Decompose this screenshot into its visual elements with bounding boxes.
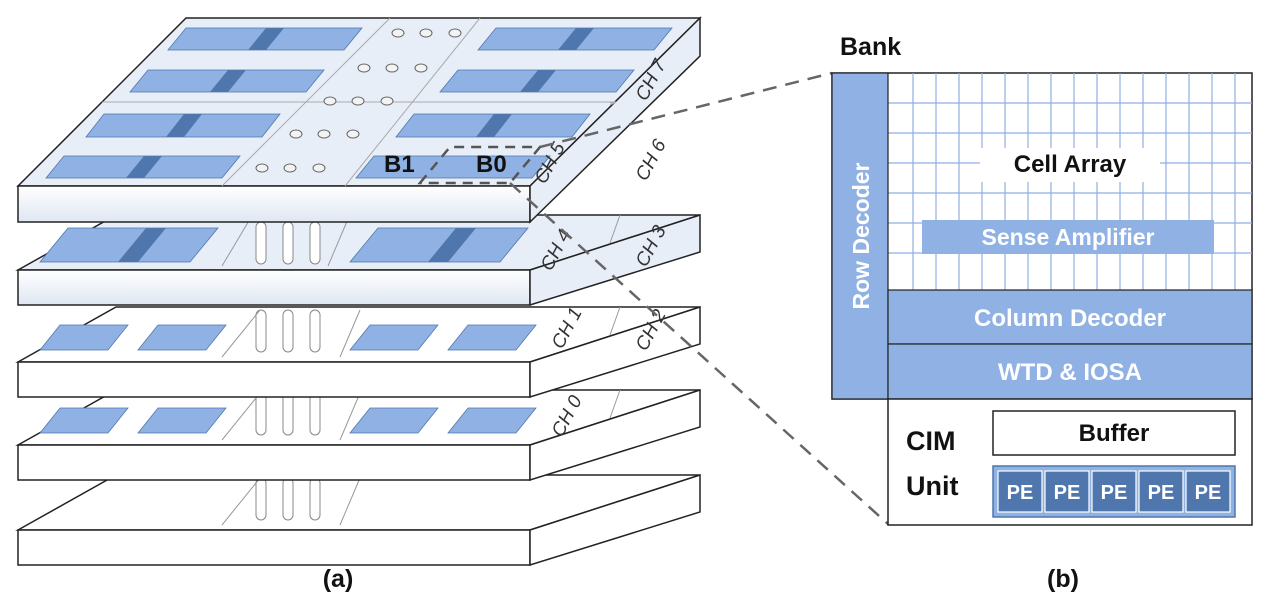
pe-label: PE <box>1054 482 1081 504</box>
pe-label: PE <box>1101 482 1128 504</box>
column-decoder-block <box>887 289 1253 345</box>
caption-b: (b) <box>1047 565 1079 593</box>
pe-cell <box>1185 470 1231 513</box>
wtd-iosa-block <box>887 343 1253 400</box>
caption-a: (a) <box>323 565 354 593</box>
pe-label: PE <box>1007 482 1034 504</box>
row-decoder-block <box>831 72 889 400</box>
layer-2 <box>15 388 701 482</box>
sense-amplifier-block <box>922 220 1214 254</box>
layer-3 <box>15 305 701 399</box>
row-decoder-label: Row Decoder <box>848 162 874 309</box>
panel-b-bank: Bank Cell Array Sense Amplifier Row Deco… <box>831 33 1253 526</box>
bank-title: Bank <box>840 33 901 61</box>
cim-unit-label-line2: Unit <box>906 471 958 501</box>
pe-cells: PE PE PE PE PE <box>997 470 1231 513</box>
cell-array-label-bg <box>980 148 1160 182</box>
pe-cell <box>1044 470 1090 513</box>
pe-label: PE <box>1148 482 1175 504</box>
buffer-label: Buffer <box>1079 420 1150 447</box>
layer-4 <box>15 213 701 307</box>
layer-1 <box>15 473 701 567</box>
pe-cell <box>1091 470 1137 513</box>
cell-array-label: Cell Array <box>1014 151 1127 178</box>
pe-cell <box>997 470 1043 513</box>
buffer-block <box>992 410 1236 456</box>
column-decoder-label: Column Decoder <box>974 305 1166 332</box>
bank-label-b1: B1 <box>384 151 415 178</box>
sense-amplifier-label: Sense Amplifier <box>982 224 1155 250</box>
channel-label-ch6: CH 6 <box>632 136 671 184</box>
cim-unit-label-line1: CIM <box>906 426 956 456</box>
zoom-connector-lines <box>509 71 889 525</box>
bank-label-b0: B0 <box>476 151 507 178</box>
panel-a-stack: B1 B0 CH 7 CH 6 CH 5 CH 4 CH 3 CH 2 CH 1… <box>15 16 702 567</box>
wtd-iosa-label: WTD & IOSA <box>998 359 1142 386</box>
layer-5-top <box>16 16 702 224</box>
pe-label: PE <box>1195 482 1222 504</box>
pe-cell <box>1138 470 1184 513</box>
